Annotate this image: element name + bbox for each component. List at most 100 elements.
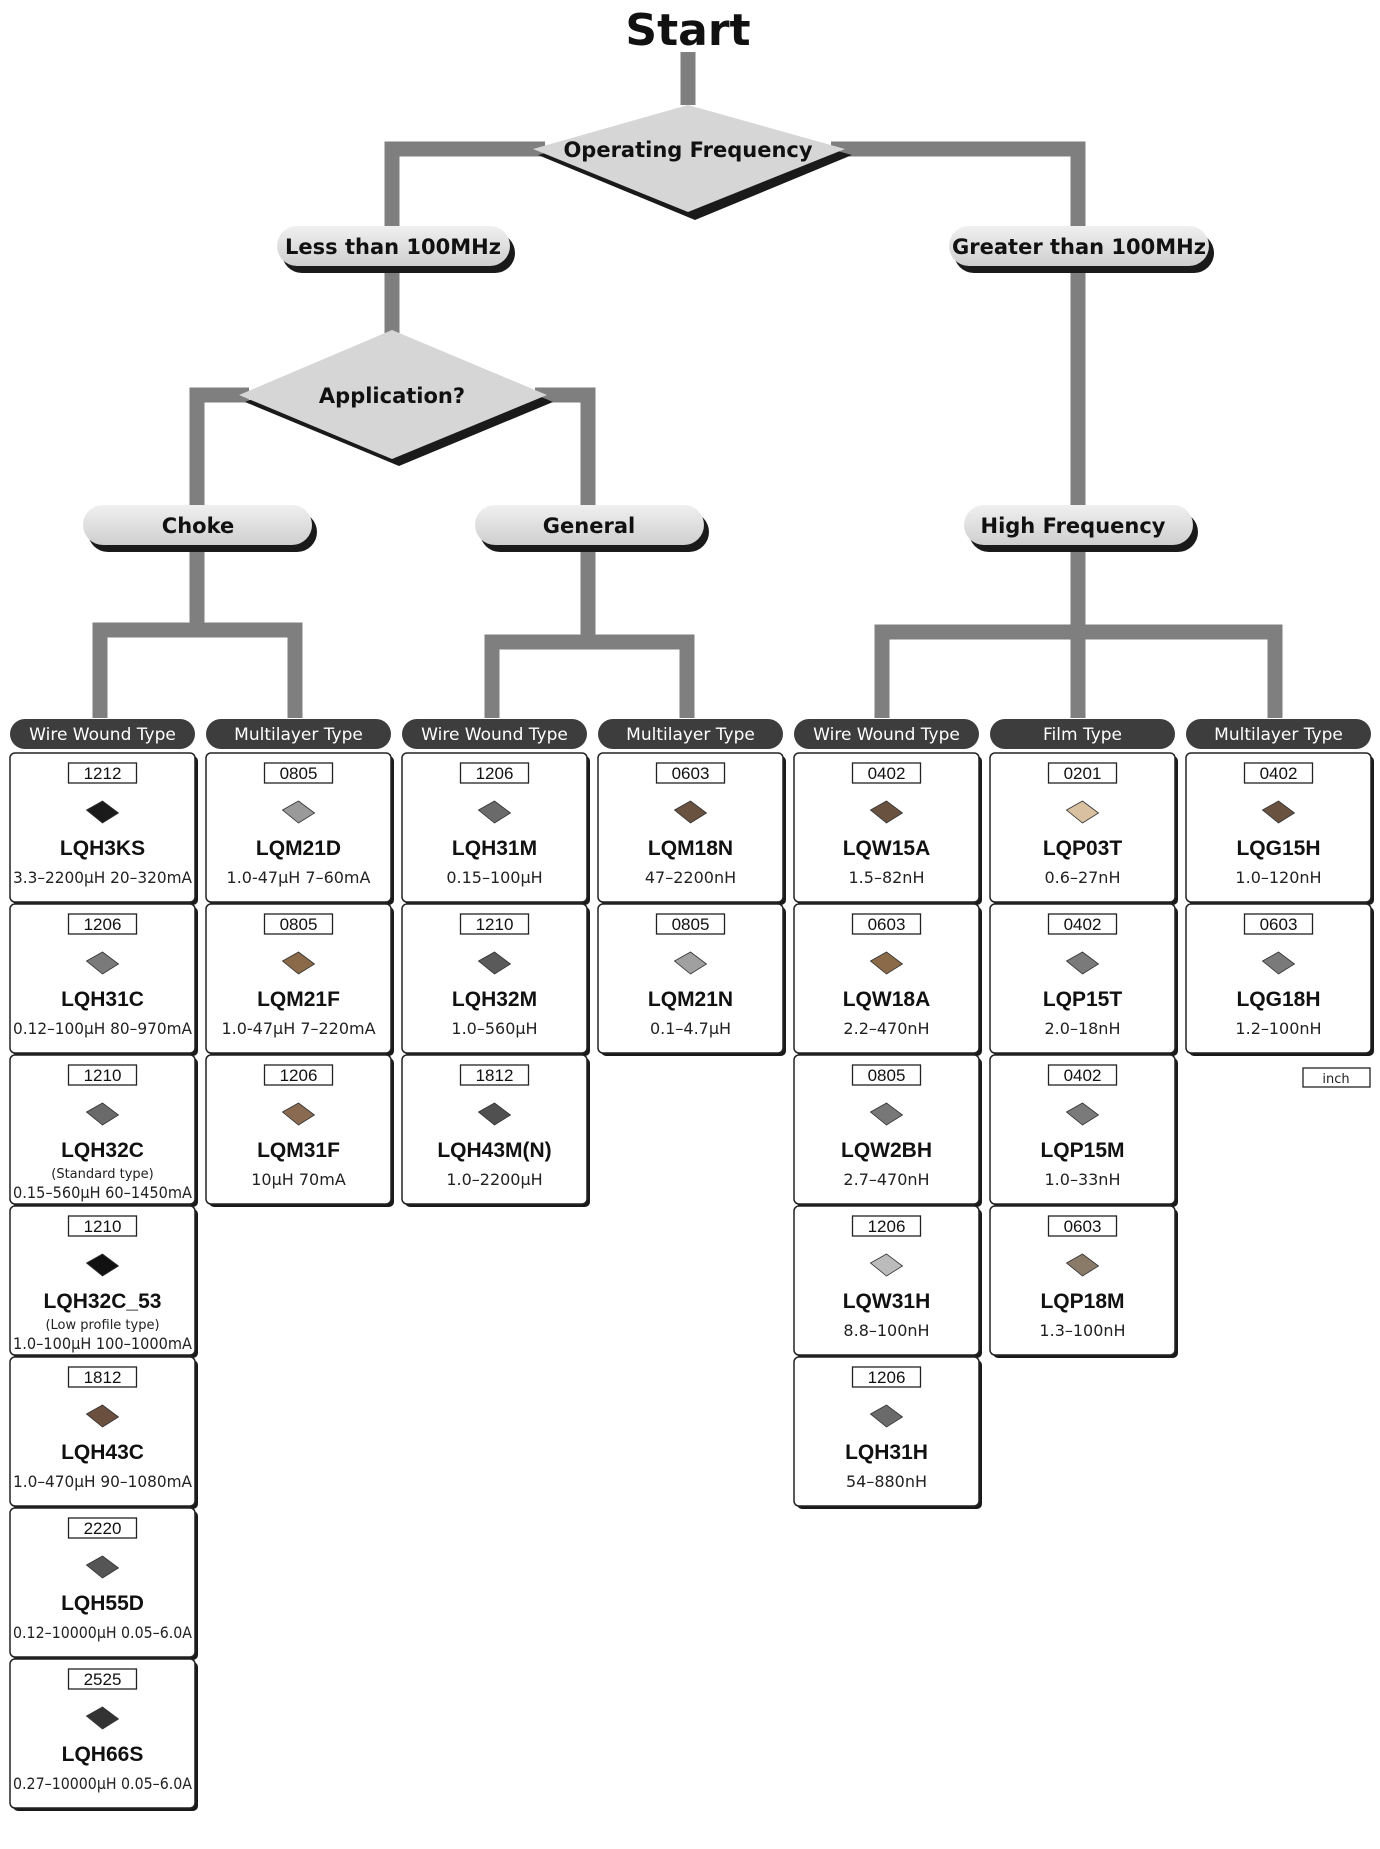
product-spec: 1.0-47µH 7–60mA [227, 868, 371, 887]
size-code: 1812 [84, 1368, 122, 1387]
unit-note: inch [1302, 1067, 1371, 1088]
size-code: 0402 [1064, 915, 1102, 934]
product-spec: 1.0–100µH 100–1000mA [13, 1334, 192, 1353]
size-code-box [851, 1366, 922, 1388]
product-spec: 1.0-47µH 7–220mA [221, 1019, 375, 1038]
component-chip-icon [1261, 800, 1296, 824]
component-chip-icon [85, 1102, 120, 1126]
branch-less-than-100mhz: Less than 100MHz [277, 226, 515, 273]
size-code: 0402 [868, 764, 906, 783]
component-chip-icon [1065, 800, 1100, 824]
size-code-box [263, 762, 334, 784]
product-spec: 1.0–470µH 90–1080mA [13, 1472, 192, 1491]
category-header: Multilayer Type [598, 719, 783, 749]
product-name: LQP15M [1040, 1139, 1124, 1162]
size-code: 1812 [476, 1066, 514, 1085]
product-name: LQM21D [256, 837, 341, 860]
product-name: LQW15A [843, 837, 931, 860]
size-code-box [1047, 913, 1118, 935]
size-code-box [459, 762, 530, 784]
branch-choke-label: Choke [162, 514, 234, 538]
size-code: 0603 [1064, 1217, 1102, 1236]
size-code-box [459, 913, 530, 935]
unit-note-label: inch [1322, 1072, 1349, 1087]
product-spec: 1.0–33nH [1045, 1170, 1121, 1189]
product-name: LQP15T [1043, 988, 1123, 1011]
branch-choke: Choke [83, 505, 317, 552]
category-header: Multilayer Type [206, 719, 391, 749]
branch-general-label: General [543, 514, 635, 538]
component-chip-icon [869, 1404, 904, 1428]
component-chip-icon [85, 1555, 120, 1579]
product-spec: 54–880nH [846, 1472, 927, 1491]
product-name: LQH55D [61, 1592, 144, 1615]
size-code: 1210 [84, 1066, 122, 1085]
branch-greater-label: Greater than 100MHz [952, 235, 1206, 259]
connector-lines [92, 52, 1283, 718]
product-name: LQW31H [843, 1290, 931, 1313]
product-spec: 1.2–100nH [1235, 1019, 1321, 1038]
product-name: LQH43M(N) [437, 1139, 551, 1162]
size-code: 1206 [476, 764, 514, 783]
product-name: LQW18A [843, 988, 931, 1011]
size-code: 1210 [476, 915, 514, 934]
size-code-box [67, 1064, 138, 1086]
product-name: LQG15H [1236, 837, 1320, 860]
category-label: Film Type [1043, 725, 1122, 745]
size-code-box [263, 913, 334, 935]
component-chip-icon [477, 1102, 512, 1126]
component-chip-icon [281, 1102, 316, 1126]
component-chip-icon [85, 1253, 120, 1277]
size-code: 2525 [84, 1670, 122, 1689]
size-code: 0805 [280, 915, 318, 934]
branch-general: General [475, 505, 709, 552]
product-spec: 3.3–2200µH 20–320mA [13, 868, 192, 887]
decision-application-label: Application? [319, 384, 465, 408]
product-spec: 0.1–4.7µH [650, 1019, 731, 1038]
product-name: LQP18M [1040, 1290, 1124, 1313]
component-chip-icon [1261, 951, 1296, 975]
product-spec: 2.2–470nH [843, 1019, 929, 1038]
size-code-box [1243, 762, 1314, 784]
branch-high-frequency-label: High Frequency [981, 514, 1166, 538]
product-name: LQM31F [257, 1139, 340, 1162]
component-chip-icon [85, 1706, 120, 1730]
category-header: Wire Wound Type [794, 719, 979, 749]
component-chip-icon [869, 800, 904, 824]
component-chip-icon [869, 951, 904, 975]
category-header: Wire Wound Type [10, 719, 195, 749]
product-name: LQH31H [845, 1441, 928, 1464]
size-code-box [1243, 913, 1314, 935]
category-header: Multilayer Type [1186, 719, 1371, 749]
size-code: 0805 [280, 764, 318, 783]
size-code-box [459, 1064, 530, 1086]
